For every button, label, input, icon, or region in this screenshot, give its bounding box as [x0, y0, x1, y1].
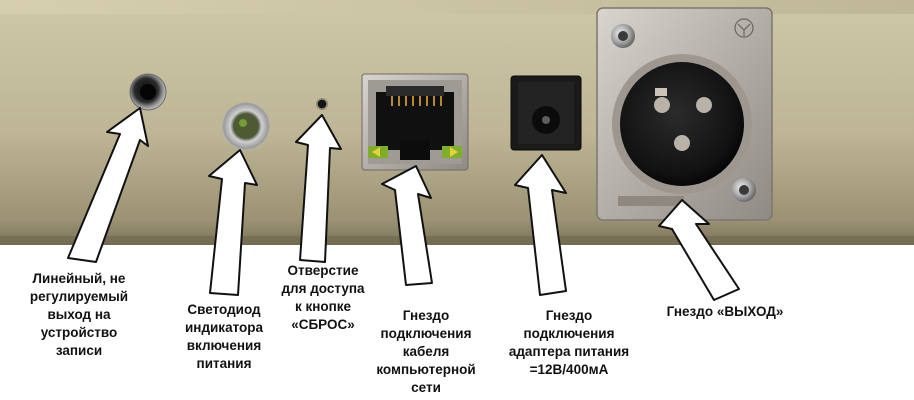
arrow-network [381, 165, 433, 286]
arrow-led [208, 149, 258, 296]
label-reset: Отверстие для доступа к кнопке «СБРОС» [281, 263, 365, 332]
dc-power-jack-icon [510, 75, 582, 151]
rj45-port-icon [361, 73, 469, 171]
label-led: Светодиод индикатора включения питания [184, 302, 264, 371]
label-network: Гнездо подключения кабеля компьютерной с… [376, 308, 476, 395]
led-indicator-icon [222, 102, 270, 150]
arrow-line-out [67, 107, 149, 263]
xlr-connector-icon [596, 7, 773, 221]
label-line-out: Линейный, не регулируемый выход на устро… [29, 271, 129, 358]
arrow-power [514, 154, 567, 296]
reset-hole-icon [316, 98, 328, 110]
label-power: Гнездо подключения адаптера питания =12В… [508, 308, 630, 377]
label-output: Гнездо «ВЫХОД» [666, 304, 784, 319]
arrow-output [658, 199, 740, 301]
audio-jack-icon [129, 73, 167, 111]
arrow-reset [295, 114, 342, 263]
